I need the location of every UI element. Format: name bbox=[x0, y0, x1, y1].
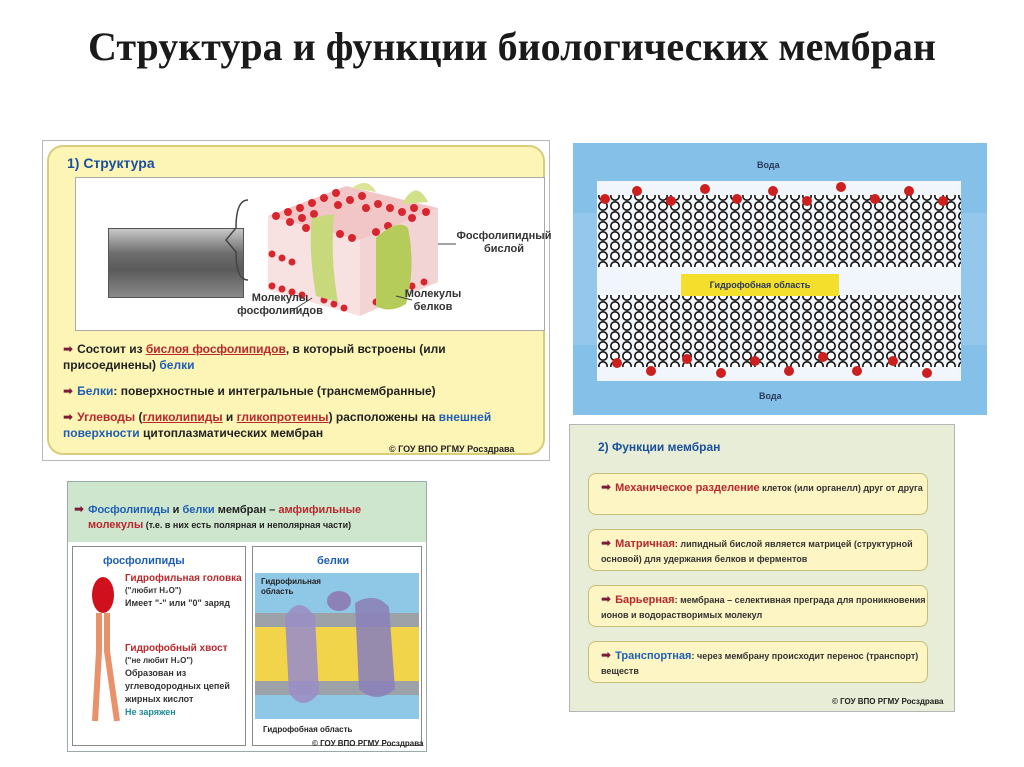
protein-molecules-label: Молекулы белков bbox=[404, 288, 462, 313]
function-mechanical: ➡Механическое разделение клеток (или орг… bbox=[588, 473, 928, 515]
bullet-carbohydrates: ➡Углеводы (гликолипиды и гликопротеины) … bbox=[63, 410, 492, 440]
protein-col-title: белки bbox=[317, 555, 350, 567]
phospholipid-molecules-label: Молекулы фосфолипидов bbox=[237, 292, 323, 317]
membrane-3d-diagram bbox=[225, 182, 456, 316]
function-barrier: ➡Барьерная: мембрана – селективная прегр… bbox=[588, 585, 928, 627]
protein-membrane-image bbox=[255, 573, 419, 719]
structure-illustration-box: Фосфолипидный бислой Молекулы фосфолипид… bbox=[75, 177, 551, 331]
water-label-top: Вода bbox=[757, 160, 780, 170]
page-title: Структура и функции биологических мембра… bbox=[88, 24, 936, 69]
copyright-text: © ГОУ ВПО РГМУ Росздрава bbox=[389, 444, 515, 454]
functions-heading: 2) Функции мембран bbox=[598, 440, 721, 454]
amphiphilic-header: ➡Фосфолипиды и белки мембран – амфифильн… bbox=[68, 482, 426, 542]
functions-panel: 2) Функции мембран ➡Механическое разделе… bbox=[569, 424, 955, 712]
arrow-icon: ➡ bbox=[63, 384, 74, 398]
bullet-proteins: ➡Белки: поверхностные и интегральные (тр… bbox=[63, 384, 436, 398]
structure-frame: 1) Структура bbox=[47, 145, 551, 455]
structure-panel: 1) Структура bbox=[42, 140, 551, 461]
protein-hydrophilic-label: Гидрофильная область bbox=[261, 577, 321, 596]
amphiphilic-statement: ➡Фосфолипиды и белки мембран – амфифильн… bbox=[74, 502, 362, 531]
water-label-bottom: Вода bbox=[759, 391, 782, 401]
head-description: Гидрофильная головка ("любит H₂O") Имеет… bbox=[125, 573, 242, 608]
arrow-icon: ➡ bbox=[601, 648, 612, 662]
phospholipid-molecule-drawing bbox=[92, 577, 120, 722]
hydrophobic-band bbox=[681, 274, 839, 296]
tail-description: Гидрофобный хвост ("не любит H₂O") Образ… bbox=[125, 643, 230, 717]
arrow-icon: ➡ bbox=[601, 592, 612, 606]
phospholipid-col-title: фосфолипиды bbox=[103, 555, 185, 567]
function-matrix: ➡Матричная: липидный бислой является мат… bbox=[588, 529, 928, 571]
bilayer-label: Фосфолипидный бислой bbox=[456, 230, 552, 255]
protein-box: белки Гидрофильная область Гидрофобная о… bbox=[252, 546, 422, 746]
arrow-icon: ➡ bbox=[601, 536, 612, 550]
copyright-text: © ГОУ ВПО РГМУ Росздрава bbox=[312, 739, 424, 748]
protein-hydrophobic-label: Гидрофобная область bbox=[263, 725, 353, 734]
lipid-chains-drawing bbox=[597, 182, 961, 378]
arrow-icon: ➡ bbox=[63, 410, 74, 424]
electron-micrograph-image bbox=[108, 228, 244, 298]
phospholipid-box: фосфолипиды Гидрофильная головка ("любит… bbox=[72, 546, 246, 746]
function-transport: ➡Транспортная: через мембрану происходит… bbox=[588, 641, 928, 683]
arrow-icon: ➡ bbox=[601, 480, 612, 494]
bullet-composition: ➡Состоит из бислоя фосфолипидов, в котор… bbox=[63, 342, 446, 372]
amphiphilic-panel: ➡Фосфолипиды и белки мембран – амфифильн… bbox=[67, 481, 427, 752]
hydrophobic-region-label: Гидрофобная область bbox=[709, 280, 811, 290]
arrow-icon: ➡ bbox=[63, 342, 74, 356]
structure-heading: 1) Структура bbox=[67, 155, 155, 171]
lipid-model-panel: Вода Гидрофобная область Вода bbox=[573, 143, 987, 415]
copyright-text: © ГОУ ВПО РГМУ Росздрава bbox=[832, 697, 944, 706]
arrow-icon: ➡ bbox=[74, 502, 85, 516]
